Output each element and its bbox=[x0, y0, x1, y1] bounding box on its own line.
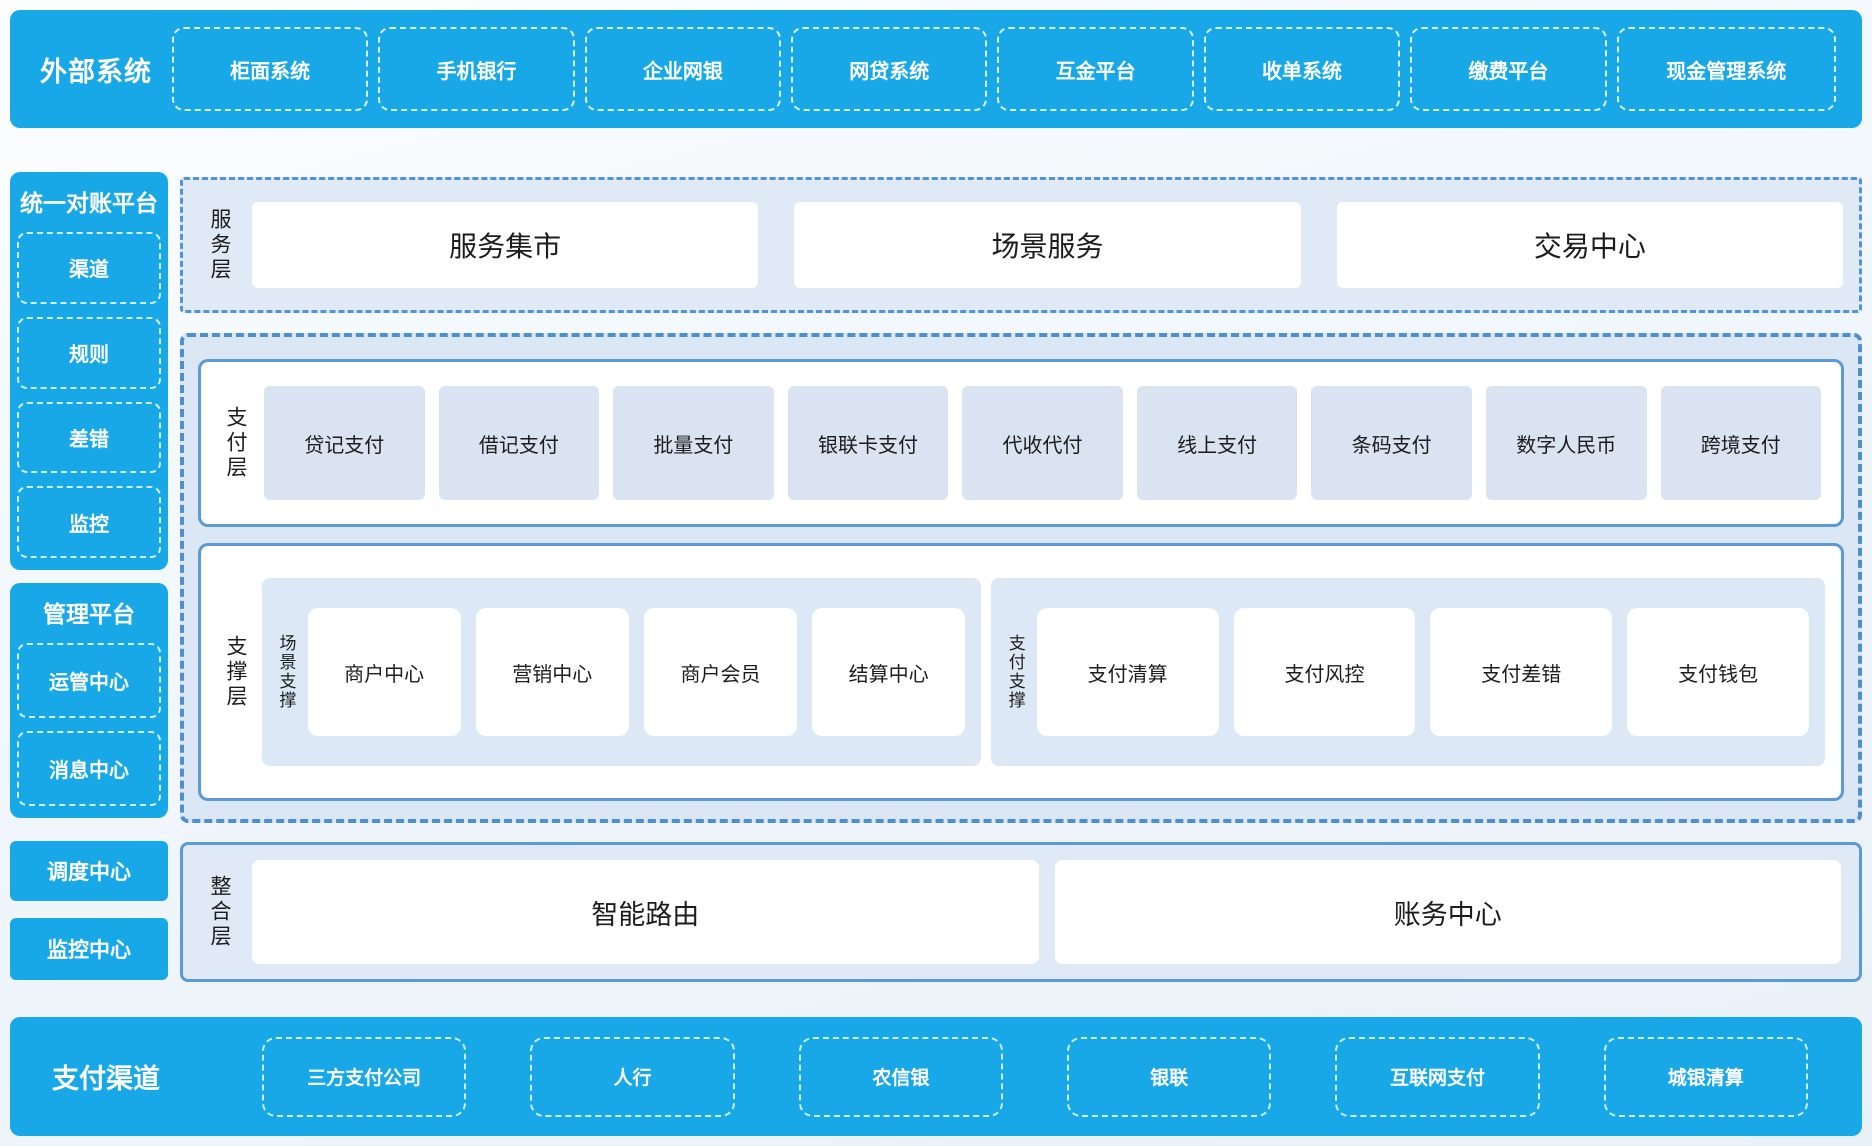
integration-box: 账务中心 bbox=[1054, 860, 1841, 964]
service-box: 交易中心 bbox=[1336, 202, 1843, 288]
external-system-item: 网贷系统 bbox=[791, 27, 988, 111]
channel-item: 城银清算 bbox=[1603, 1036, 1808, 1117]
integration-layer: 整合层 智能路由 账务中心 bbox=[180, 842, 1862, 982]
scene-support-panel: 场景支撑 商户中心 营销中心 商户会员 结算中心 bbox=[262, 578, 982, 766]
payment-layer-label: 支付层 bbox=[224, 405, 247, 481]
payment-box: 条码支付 bbox=[1311, 386, 1472, 500]
main-layers: 服务层 服务集市 场景服务 交易中心 支付层 贷记支付 借记支付 批量支付 银联… bbox=[180, 172, 1862, 983]
monitor-center-box: 监控中心 bbox=[10, 918, 168, 980]
channel-item: 三方支付公司 bbox=[262, 1036, 467, 1117]
external-system-item: 互金平台 bbox=[997, 27, 1194, 111]
support-layer: 支撑层 场景支撑 商户中心 营销中心 商户会员 结算中心 bbox=[198, 543, 1844, 801]
channel-item: 农信银 bbox=[798, 1036, 1003, 1117]
support-box: 营销中心 bbox=[475, 608, 629, 736]
management-platform-title: 管理平台 bbox=[43, 601, 135, 627]
external-system-item: 柜面系统 bbox=[172, 27, 369, 111]
service-layer-label: 服务层 bbox=[208, 207, 231, 283]
service-box: 服务集市 bbox=[252, 202, 759, 288]
integration-layer-boxes: 智能路由 账务中心 bbox=[252, 860, 1841, 964]
support-layer-panels: 场景支撑 商户中心 营销中心 商户会员 结算中心 支付支撑 支付清算 bbox=[262, 578, 1825, 766]
external-system-item: 收单系统 bbox=[1203, 27, 1401, 111]
support-box: 支付钱包 bbox=[1627, 608, 1809, 736]
support-box: 结算中心 bbox=[812, 608, 966, 736]
channel-item: 银联 bbox=[1066, 1036, 1272, 1117]
payment-box: 银联卡支付 bbox=[787, 386, 949, 500]
sidebar-item: 消息中心 bbox=[17, 731, 161, 806]
support-box: 商户中心 bbox=[307, 608, 461, 736]
payment-channels-items: 三方支付公司 人行 农信银 银联 互联网支付 城银清算 bbox=[262, 1036, 1808, 1117]
service-layer: 服务层 服务集市 场景服务 交易中心 bbox=[180, 177, 1862, 313]
external-system-item: 现金管理系统 bbox=[1616, 27, 1836, 111]
sidebar-item: 监控 bbox=[17, 486, 161, 558]
payment-channels-label: 支付渠道 bbox=[52, 1064, 160, 1094]
reconciliation-platform-group: 统一对账平台 渠道 规则 差错 监控 bbox=[10, 172, 168, 570]
payment-box: 借记支付 bbox=[438, 386, 600, 500]
support-box: 支付风控 bbox=[1233, 608, 1416, 736]
integration-box: 智能路由 bbox=[252, 860, 1039, 964]
service-box: 场景服务 bbox=[794, 202, 1301, 288]
dispatch-center-box: 调度中心 bbox=[10, 841, 168, 901]
payment-box: 线上支付 bbox=[1136, 386, 1298, 500]
service-layer-boxes: 服务集市 场景服务 交易中心 bbox=[252, 202, 1843, 288]
payment-layer: 支付层 贷记支付 借记支付 批量支付 银联卡支付 代收代付 线上支付 条码支付 … bbox=[198, 359, 1844, 527]
external-system-item: 企业网银 bbox=[584, 27, 782, 111]
external-systems-bar: 外部系统 柜面系统 手机银行 企业网银 网贷系统 互金平台 收单系统 缴费平台 … bbox=[10, 10, 1862, 128]
sidebar-item: 渠道 bbox=[17, 232, 161, 304]
left-sidebar: 统一对账平台 渠道 规则 差错 监控 管理平台 运管中心 消息中心 调度中心 监… bbox=[10, 172, 168, 983]
scene-support-label: 场景支撑 bbox=[276, 634, 296, 710]
payment-support-wrap: 支付层 贷记支付 借记支付 批量支付 银联卡支付 代收代付 线上支付 条码支付 … bbox=[180, 333, 1862, 823]
scene-support-boxes: 商户中心 营销中心 商户会员 结算中心 bbox=[307, 608, 966, 736]
support-box: 支付清算 bbox=[1036, 608, 1219, 736]
integration-layer-label: 整合层 bbox=[208, 874, 231, 950]
channel-item: 人行 bbox=[530, 1036, 735, 1117]
channel-item: 互联网支付 bbox=[1335, 1036, 1540, 1117]
support-box: 商户会员 bbox=[643, 608, 798, 736]
external-system-item: 缴费平台 bbox=[1410, 27, 1607, 111]
support-box: 支付差错 bbox=[1430, 608, 1613, 736]
reconciliation-items: 渠道 规则 差错 监控 bbox=[10, 230, 168, 570]
payment-box: 数字人民币 bbox=[1485, 386, 1647, 500]
management-items: 运管中心 消息中心 bbox=[10, 641, 168, 818]
external-systems-label: 外部系统 bbox=[40, 56, 152, 87]
sidebar-item: 规则 bbox=[17, 316, 161, 389]
payment-support-boxes: 支付清算 支付风控 支付差错 支付钱包 bbox=[1036, 608, 1809, 736]
sidebar-item: 差错 bbox=[17, 401, 161, 474]
sidebar-item: 运管中心 bbox=[17, 643, 161, 718]
payment-support-panel: 支付支撑 支付清算 支付风控 支付差错 支付钱包 bbox=[991, 578, 1825, 766]
payment-box: 贷记支付 bbox=[264, 386, 425, 500]
management-platform-group: 管理平台 运管中心 消息中心 bbox=[10, 583, 168, 818]
payment-layer-boxes: 贷记支付 借记支付 批量支付 银联卡支付 代收代付 线上支付 条码支付 数字人民… bbox=[264, 386, 1822, 500]
external-system-item: 手机银行 bbox=[378, 27, 575, 111]
payment-box: 代收代付 bbox=[962, 386, 1123, 500]
payment-channels-bar: 支付渠道 三方支付公司 人行 农信银 银联 互联网支付 城银清算 bbox=[10, 1017, 1862, 1136]
payment-box: 批量支付 bbox=[613, 386, 774, 500]
external-systems-items: 柜面系统 手机银行 企业网银 网贷系统 互金平台 收单系统 缴费平台 现金管理系… bbox=[172, 27, 1836, 111]
payment-support-label: 支付支撑 bbox=[1005, 634, 1025, 710]
middle-region: 统一对账平台 渠道 规则 差错 监控 管理平台 运管中心 消息中心 调度中心 监… bbox=[10, 172, 1862, 983]
payment-box: 跨境支付 bbox=[1660, 386, 1822, 500]
reconciliation-platform-title: 统一对账平台 bbox=[20, 190, 158, 216]
support-layer-label: 支撑层 bbox=[224, 634, 247, 710]
